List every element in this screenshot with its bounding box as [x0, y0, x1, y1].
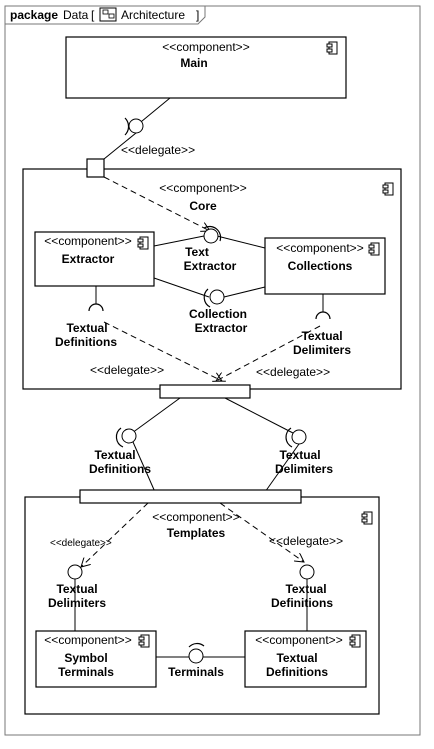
component-collections[interactable]: <<component>> Collections — [264, 237, 386, 295]
core-stereotype: <<component>> — [159, 181, 246, 195]
core-textual-definitions-label-1: Textual — [66, 321, 107, 335]
main-delegate-label: <<delegate>> — [121, 143, 195, 157]
mid-textual-definitions[interactable]: Textual Definitions — [89, 397, 181, 493]
collections-stereotype: <<component>> — [276, 241, 363, 255]
interface-text-extractor[interactable]: Text Extractor — [153, 225, 266, 273]
tpl-textual-delimiters-label-1: Textual — [56, 582, 97, 596]
extractor-stereotype: <<component>> — [44, 234, 131, 248]
mid-textual-definitions-label-2: Definitions — [89, 462, 151, 476]
symbol-terminals-name-2: Terminals — [58, 665, 114, 679]
interface-terminals[interactable]: Terminals — [156, 642, 245, 679]
diagram-icon — [99, 7, 117, 22]
symbol-terminals-name-1: Symbol — [64, 651, 107, 665]
component-extractor[interactable]: <<component>> Extractor — [34, 231, 155, 287]
component-icon — [137, 236, 149, 250]
component-icon — [368, 242, 380, 256]
main-core-connection: <<delegate>> — [103, 97, 195, 160]
mid-textual-delimiters[interactable]: Textual Delimiters — [224, 397, 333, 493]
textual-definitions-stereotype: <<component>> — [255, 633, 342, 647]
extractor-name: Extractor — [62, 252, 115, 266]
core-top-port[interactable] — [86, 158, 105, 178]
frame-keyword: package — [10, 8, 58, 22]
component-icon — [349, 634, 361, 648]
component-icon — [138, 634, 150, 648]
templates-name: Templates — [167, 526, 226, 540]
frame-diagram-name: Architecture — [121, 8, 185, 22]
terminals-label: Terminals — [168, 665, 224, 679]
component-symbol-terminals[interactable]: <<component>> Symbol Terminals — [35, 630, 157, 688]
templates-right-delegate-label: <<delegate>> — [269, 534, 343, 548]
tpl-textual-definitions-label-2: Definitions — [271, 596, 333, 610]
frame-name: Data — [63, 8, 89, 22]
required-textual-delimiters-core[interactable]: Textual Delimiters — [293, 294, 351, 357]
component-main[interactable]: <<component>> Main — [65, 36, 347, 99]
component-textual-definitions[interactable]: <<component>> Textual Definitions — [244, 630, 367, 688]
collection-extractor-label-2: Extractor — [195, 321, 248, 335]
core-name: Core — [189, 199, 217, 213]
templates-right-delegate-arrow — [219, 502, 304, 562]
mid-textual-delimiters-label-2: Delimiters — [275, 462, 333, 476]
core-left-delegate-label: <<delegate>> — [90, 363, 164, 377]
text-extractor-label-2: Extractor — [184, 259, 237, 273]
tpl-textual-definitions[interactable]: Textual Definitions — [271, 564, 333, 631]
component-icon — [326, 41, 338, 55]
core-right-delegate-label: <<delegate>> — [256, 365, 330, 379]
core-left-delegate-arrow — [103, 321, 222, 381]
mid-textual-delimiters-label-1: Textual — [279, 448, 320, 462]
tpl-textual-delimiters-label-2: Delimiters — [48, 596, 106, 610]
collection-extractor-label-1: Collection — [189, 307, 247, 321]
main-name: Main — [180, 56, 207, 70]
templates-stereotype: <<component>> — [152, 510, 239, 524]
frame-bracket-open: [ — [91, 8, 95, 22]
textual-definitions-name-2: Definitions — [266, 665, 328, 679]
core-textual-definitions-label-2: Definitions — [55, 335, 117, 349]
templates-top-port[interactable] — [79, 489, 302, 504]
component-icon — [382, 182, 394, 196]
core-bottom-port[interactable] — [159, 384, 251, 399]
textual-definitions-name-1: Textual — [276, 651, 317, 665]
interface-collection-extractor[interactable]: Collection Extractor — [153, 277, 266, 335]
templates-left-delegate-arrow — [81, 502, 149, 567]
component-icon — [361, 511, 373, 525]
tpl-textual-delimiters[interactable]: Textual Delimiters — [48, 564, 106, 631]
mid-textual-definitions-label-1: Textual — [94, 448, 135, 462]
required-textual-definitions-core[interactable]: Textual Definitions — [55, 286, 117, 349]
main-stereotype: <<component>> — [162, 40, 249, 54]
collections-name: Collections — [288, 259, 353, 273]
core-textual-delimiters-label-2: Delimiters — [293, 343, 351, 357]
frame-bracket-close: ] — [196, 8, 199, 22]
tpl-textual-definitions-label-1: Textual — [285, 582, 326, 596]
symbol-terminals-stereotype: <<component>> — [44, 633, 131, 647]
templates-left-delegate-label: <<delegate>> — [50, 538, 112, 549]
core-textual-delimiters-label-1: Textual — [301, 329, 342, 343]
text-extractor-label-1: Text — [185, 245, 209, 259]
